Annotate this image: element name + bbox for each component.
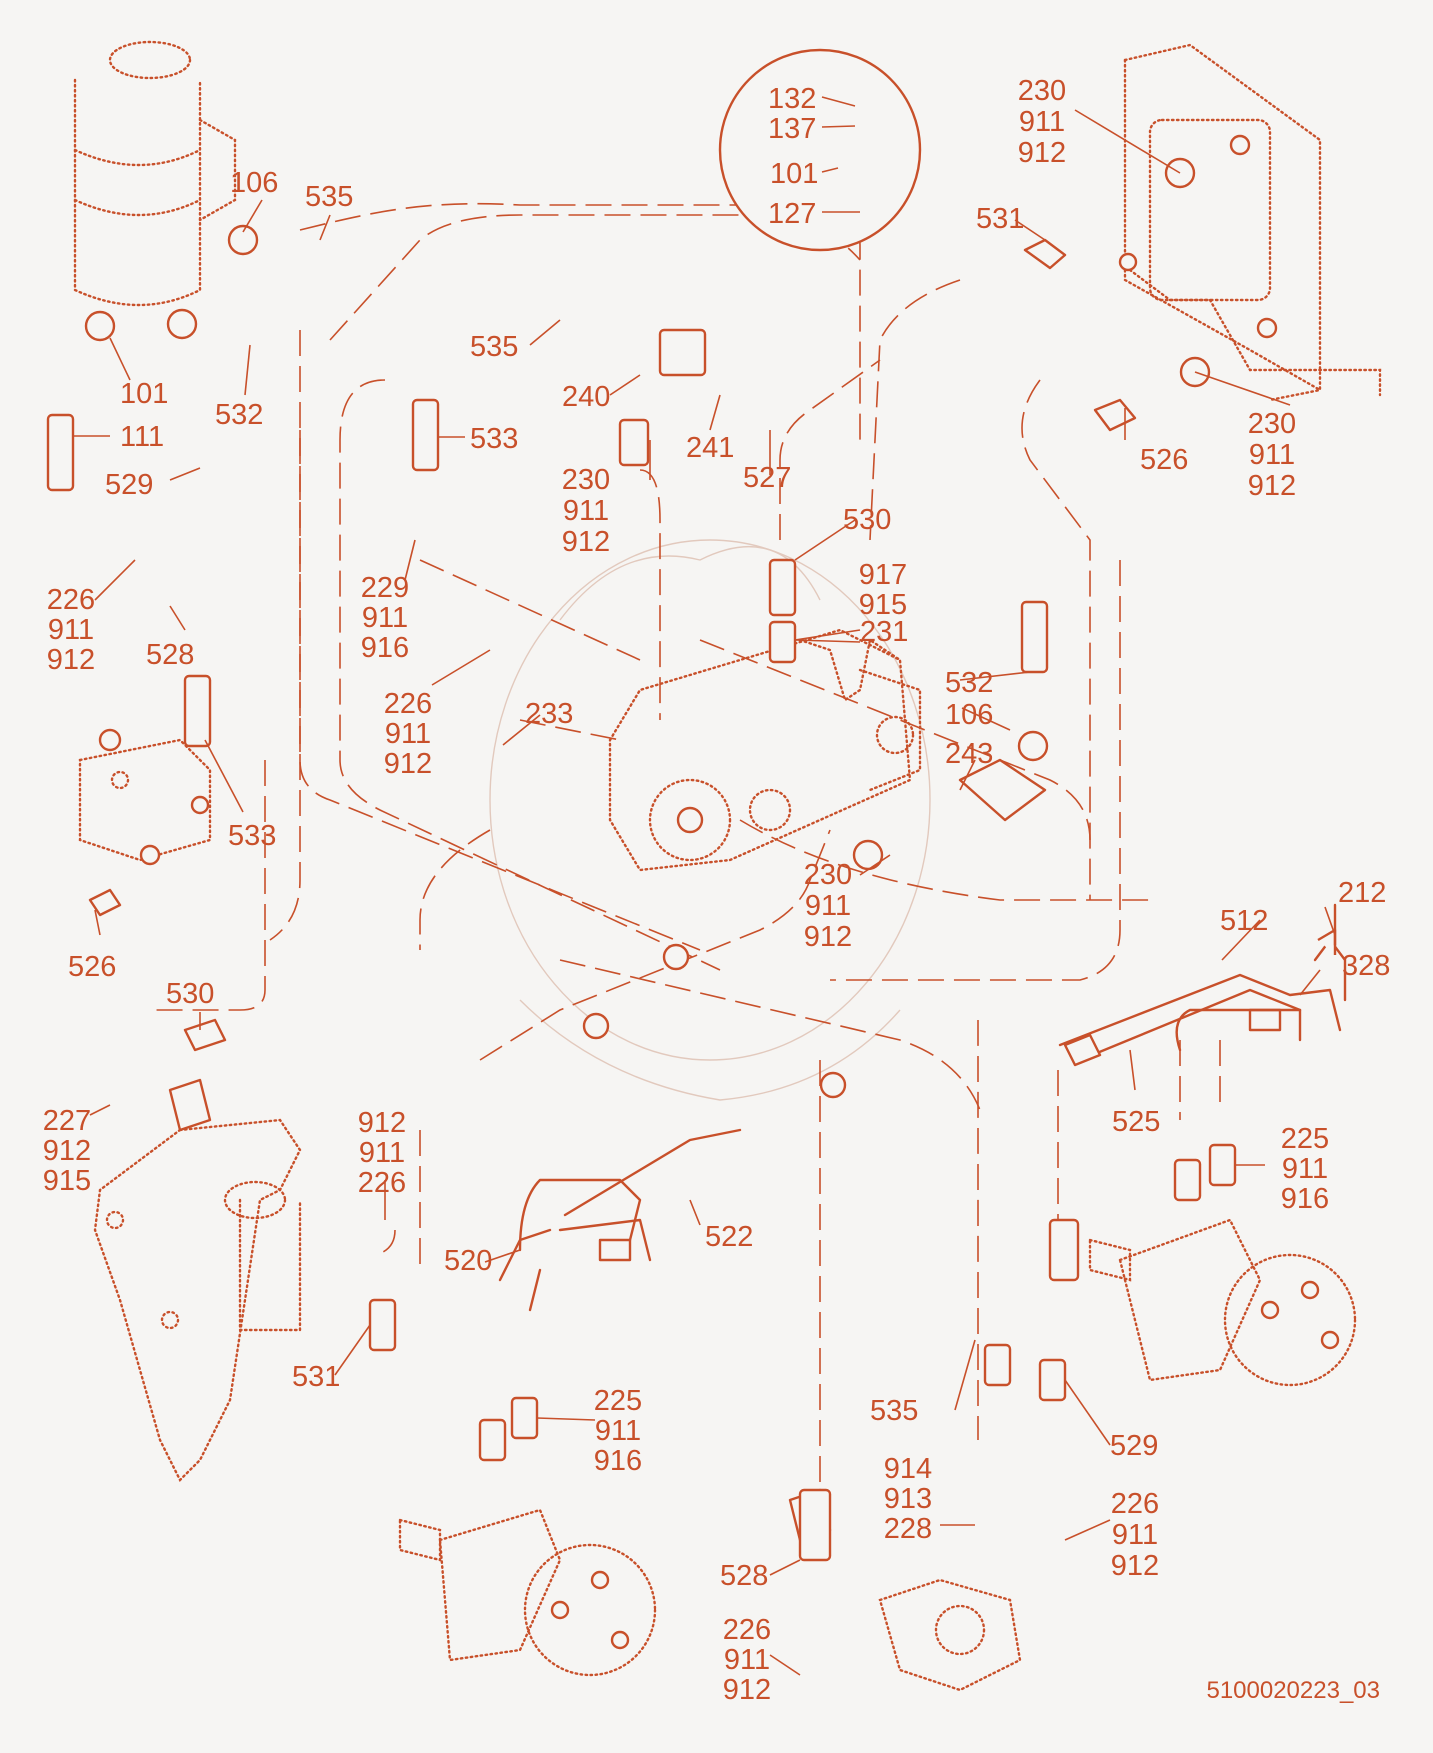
callout-label: 240 <box>562 381 610 413</box>
callout-label: 212 <box>1338 877 1386 909</box>
callout-label: 233 <box>525 698 573 730</box>
document-number: 5100020223_03 <box>1206 1677 1380 1704</box>
callout-label: 101 <box>120 378 168 410</box>
callout-label: 532 <box>215 399 263 431</box>
callout-label: 241 <box>686 432 734 464</box>
callout-label: 531 <box>292 1361 340 1393</box>
valve-block <box>78 728 212 866</box>
callout-label: 127 <box>768 198 816 230</box>
oil-cooler <box>1118 43 1382 402</box>
callout-label: 527 <box>743 462 791 494</box>
callout-label: 101 <box>770 158 818 190</box>
callout-label: 522 <box>705 1221 753 1253</box>
callout-label: 231 <box>860 616 908 648</box>
callout-label: 526 <box>68 951 116 983</box>
gear-pump-bottom <box>878 1578 1022 1692</box>
callout-label: 528 <box>720 1560 768 1592</box>
callout-label: 533 <box>228 820 276 852</box>
leader-lines <box>72 96 1336 1676</box>
wheel-motor-right <box>1088 1218 1357 1387</box>
callout-label: 512 <box>1220 905 1268 937</box>
wheel-motor-left <box>398 1508 657 1677</box>
callout-label: 525 <box>1112 1106 1160 1138</box>
callout-label: 243 <box>945 738 993 770</box>
callout-label: 529 <box>105 469 153 501</box>
pipe-manifolds <box>498 938 1347 1312</box>
detail-inset-circle <box>718 48 922 252</box>
hydraulic-pump <box>608 628 922 872</box>
callout-label: 111 <box>120 421 164 453</box>
callout-label: 520 <box>444 1245 492 1277</box>
oil-filter-tank <box>73 40 237 307</box>
callout-label: 535 <box>870 1395 918 1427</box>
callout-label: 535 <box>305 181 353 213</box>
callout-label: 530 <box>166 978 214 1010</box>
callout-label: 531 <box>976 203 1024 235</box>
callout-label: 526 <box>1140 444 1188 476</box>
callout-label: 535 <box>470 331 518 363</box>
engine-bracket <box>93 1118 302 1483</box>
callout-label: 532 <box>945 667 993 699</box>
callout-label: 106 <box>945 699 993 731</box>
callout-label: 529 <box>1110 1430 1158 1462</box>
callout-label: 528 <box>146 639 194 671</box>
callout-label: 530 <box>843 504 891 536</box>
callout-label: 132 <box>768 83 816 115</box>
callout-label: 106 <box>230 167 278 199</box>
hose-routes <box>150 202 1221 1500</box>
callout-label: 137 <box>768 113 816 145</box>
callout-label: 533 <box>470 423 518 455</box>
callout-label: 328 <box>1342 950 1390 982</box>
fittings <box>46 97 1337 1562</box>
